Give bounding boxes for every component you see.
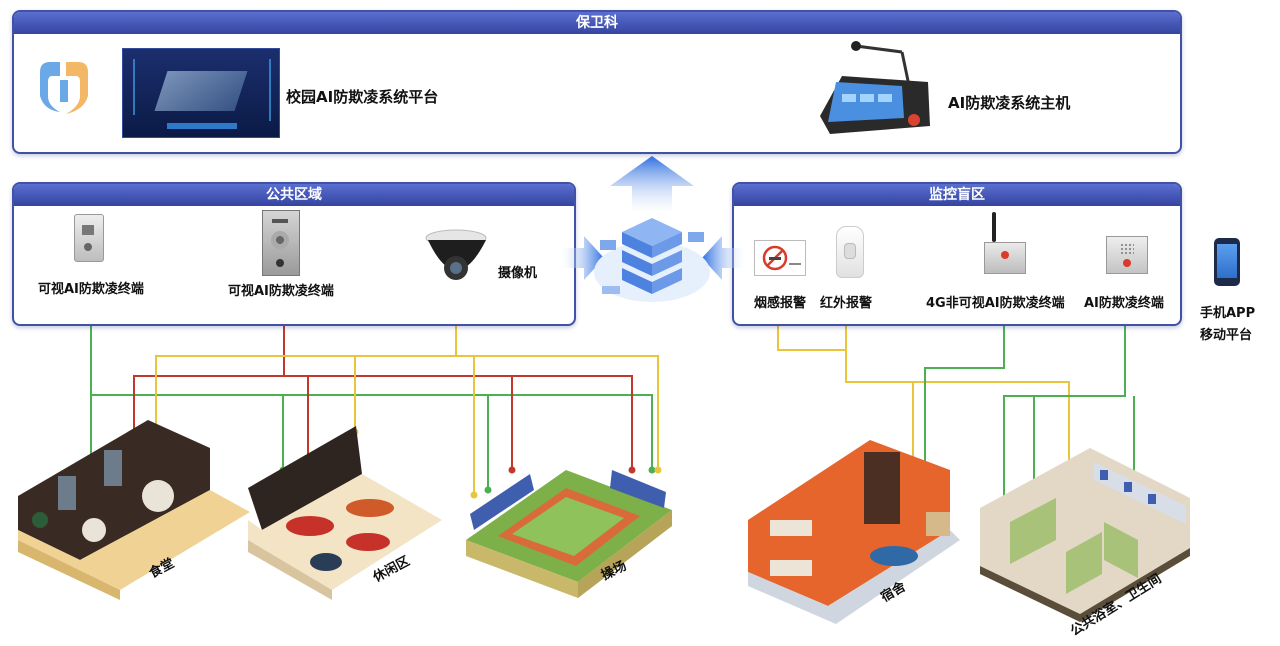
mobile-label-line1: 手机APP	[1200, 306, 1256, 321]
blind-area-header: 监控盲区	[734, 184, 1180, 206]
mobile-label-line2: 移动平台	[1200, 328, 1253, 343]
public-device-label-2: 可视AI防欺凌终端	[228, 284, 334, 299]
public-device-label-1: 可视AI防欺凌终端	[38, 282, 144, 297]
ai-terminal-label: AI防欺凌终端	[1084, 296, 1164, 311]
4g-terminal-label: 4G非可视AI防欺凌终端	[926, 296, 1065, 311]
visual-terminal-icon	[74, 214, 104, 262]
smoke-alarm-label: 烟感报警	[754, 296, 807, 311]
visual-terminal-icon	[262, 210, 300, 276]
infrared-alarm-label: 红外报警	[820, 296, 873, 311]
4g-terminal-icon	[982, 212, 1026, 274]
security-office-header: 保卫科	[14, 12, 1180, 34]
platform-label: 校园AI防欺凌系统平台	[286, 88, 439, 106]
mobile-phone-icon	[1214, 238, 1240, 286]
host-label: AI防欺凌系统主机	[948, 94, 1071, 112]
smoke-alarm-icon	[754, 240, 806, 276]
platform-screen-image	[122, 48, 280, 138]
infrared-alarm-icon	[836, 226, 864, 278]
camera-label: 摄像机	[498, 266, 538, 281]
public-area-header: 公共区域	[14, 184, 574, 206]
ai-terminal-icon	[1106, 236, 1148, 274]
